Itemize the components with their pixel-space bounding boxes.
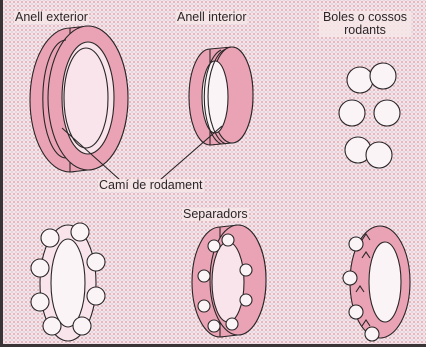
separator-cage-2 xyxy=(192,225,266,337)
outer-ring-drawing xyxy=(30,26,128,172)
inner-ring-drawing xyxy=(189,47,253,145)
rolling-elements-label-line2: rodants xyxy=(320,24,410,37)
separator-cage-1 xyxy=(31,223,105,341)
raceway-label: Camí de rodament xyxy=(98,179,204,192)
rolling-elements-label: Boles o cossos rodants xyxy=(319,11,411,37)
separator-cage-3 xyxy=(343,226,410,341)
inner-ring-label: Anell interior xyxy=(176,11,247,24)
balls-drawing xyxy=(339,63,400,168)
left-border xyxy=(0,0,3,347)
outer-ring-label: Anell exterior xyxy=(14,11,89,24)
separators-label: Separadors xyxy=(182,208,249,221)
